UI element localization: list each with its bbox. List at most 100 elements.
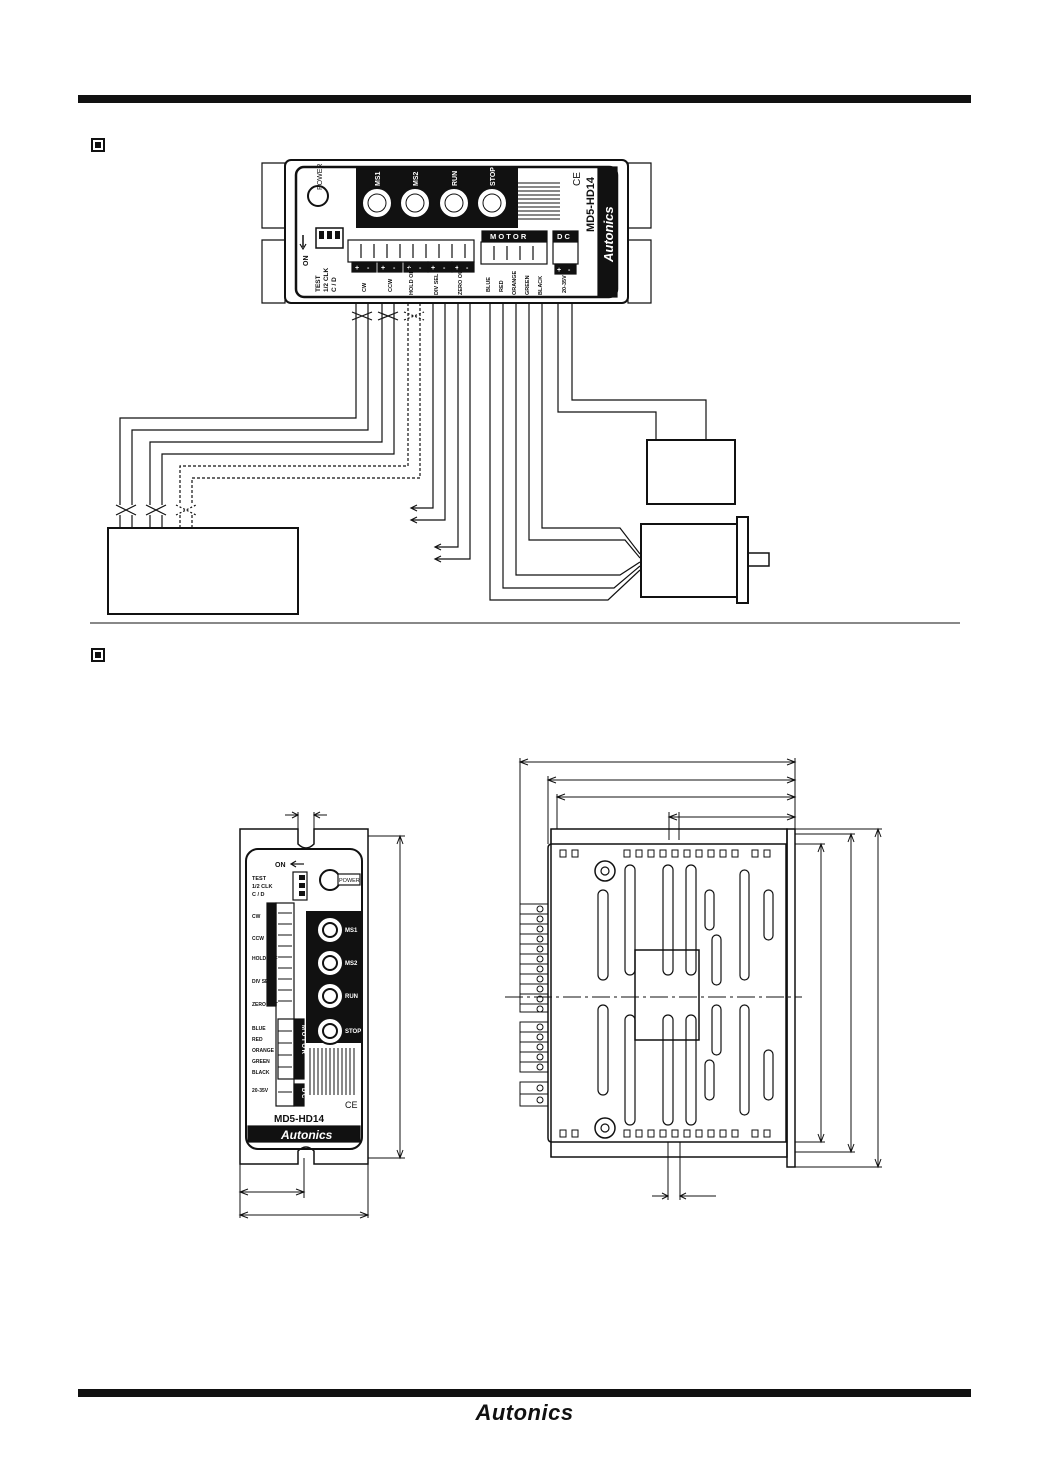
motor-terminal-block	[480, 241, 548, 265]
front-brand-stripe	[247, 1125, 361, 1143]
brand-stripe	[597, 166, 618, 298]
terminal-label: 20-35V	[562, 275, 568, 293]
driver-body	[284, 159, 629, 304]
on-label: ON	[303, 256, 310, 267]
front-terminal-label: HOLD OFF	[252, 956, 278, 962]
knob-label: MS1	[375, 172, 382, 187]
front-terminal-label: 20-35V	[252, 1088, 269, 1094]
stepping-motor	[640, 523, 738, 598]
front-brand-logo: Autonics	[280, 1128, 333, 1142]
front-knob-label: MS2	[345, 961, 358, 967]
front-switch-label: TEST	[252, 876, 267, 882]
svg-text:-: -	[466, 265, 469, 272]
terminal-label: BLACK	[538, 276, 544, 295]
front-knob-label: STOP	[345, 1029, 361, 1035]
front-dip-switch	[292, 871, 308, 901]
ce-mark: CE	[572, 172, 583, 186]
front-terminal-label: ORANGE	[252, 1048, 275, 1054]
front-dc-group-label: D C	[300, 1088, 306, 1099]
svg-text:+: +	[557, 267, 561, 274]
front-motor-group-label: M O T O R	[300, 1025, 306, 1055]
terminal-label: HOLD OFF	[409, 266, 415, 295]
driver-flange	[261, 162, 286, 304]
vent-lines	[516, 182, 560, 220]
knob-label: RUN	[452, 171, 459, 186]
dc-terminal-block	[552, 241, 579, 265]
front-terminal-label: CCW	[252, 936, 264, 942]
front-terminal-label: BLUE	[252, 1026, 266, 1032]
power-label: POWER	[317, 164, 324, 190]
svg-text:+: +	[455, 265, 459, 272]
controller-box	[107, 527, 299, 615]
front-knob-run	[316, 982, 344, 1010]
svg-text:+: +	[407, 265, 411, 272]
svg-text:-: -	[393, 265, 396, 272]
front-power-label: POWER	[339, 878, 360, 884]
section-marker-icon	[91, 648, 105, 662]
switch-label: C / D	[331, 277, 338, 292]
terminal-label: CW	[362, 282, 368, 292]
front-terminal-label: DIV SEL	[252, 979, 271, 985]
front-switch-label: C / D	[252, 892, 265, 898]
front-ce-mark: CE	[345, 1100, 358, 1110]
svg-text:+: +	[355, 265, 359, 272]
knob-label: MS2	[413, 172, 420, 187]
front-terminal-label: CW	[252, 914, 261, 920]
brand-logo: Autonics	[601, 206, 616, 263]
terminal-label: ORANGE	[512, 271, 518, 295]
motor-shaft	[747, 552, 770, 567]
svg-text:+: +	[431, 265, 435, 272]
front-power-led	[319, 869, 341, 891]
svg-text:-: -	[443, 265, 446, 272]
front-terminal-label: BLACK	[252, 1070, 270, 1076]
front-knob-ms1	[316, 916, 344, 944]
front-switch-label: 1/2 CLK	[252, 884, 273, 890]
section-marker-icon	[91, 138, 105, 152]
mount-hole	[594, 1117, 616, 1139]
motor-group-label: M O T O R	[490, 232, 527, 241]
power-supply-box	[646, 439, 736, 505]
motor-flange	[736, 516, 749, 604]
side-dimension-lines	[518, 758, 882, 1200]
front-knob-label: RUN	[345, 994, 358, 1000]
dc-group-label-bg	[552, 230, 579, 242]
terminal-label: BLUE	[486, 277, 492, 292]
svg-text:-: -	[568, 267, 571, 274]
knob-label: STOP	[490, 167, 497, 186]
front-model-label: MD5-HD14	[274, 1114, 324, 1125]
footer-brand-logo: Autonics	[475, 1400, 574, 1425]
front-terminal-label: GREEN	[252, 1059, 270, 1065]
switch-label: TEST	[315, 275, 322, 292]
switch-label: 1/2 CLK	[323, 267, 330, 292]
side-terminal-strip	[519, 903, 549, 1107]
driver-flange	[627, 162, 652, 304]
side-view	[505, 828, 802, 1168]
dimension-drawing: Autonics MD5-HD14 CE ON TEST 1/2 CLK C /…	[238, 758, 882, 1219]
front-dimension-lines	[238, 811, 405, 1219]
connection-diagram: POWER MS1 MS2 RUN STOP Autonics MD5-HD14…	[90, 159, 960, 624]
terminal-label: ZERO OUT	[458, 266, 464, 295]
svg-text:-: -	[419, 265, 422, 272]
header-rule	[78, 95, 971, 103]
front-knob-label: MS1	[345, 928, 358, 934]
svg-text:-: -	[367, 265, 370, 272]
motor-group-label-bg	[481, 230, 548, 242]
wires	[115, 303, 707, 601]
front-terminal-label: RED	[252, 1037, 263, 1043]
front-on-label: ON	[275, 862, 286, 869]
footer-rule	[78, 1389, 971, 1397]
front-terminal-label: ZERO OUT	[252, 1002, 278, 1008]
knob-group	[356, 166, 518, 228]
svg-text:+: +	[381, 265, 385, 272]
dc-group-label: D C	[557, 232, 571, 241]
mount-hole	[594, 860, 616, 882]
terminal-label: RED	[499, 280, 505, 292]
model-label: MD5-HD14	[585, 176, 597, 232]
front-view: Autonics MD5-HD14 CE ON TEST 1/2 CLK C /…	[239, 828, 369, 1165]
signal-terminal-block	[347, 239, 475, 273]
front-knob-stop	[316, 1017, 344, 1045]
front-knob-ms2	[316, 949, 344, 977]
terminal-label: DIV SEL	[434, 273, 440, 295]
power-led	[307, 185, 329, 207]
terminal-label: GREEN	[525, 275, 531, 295]
